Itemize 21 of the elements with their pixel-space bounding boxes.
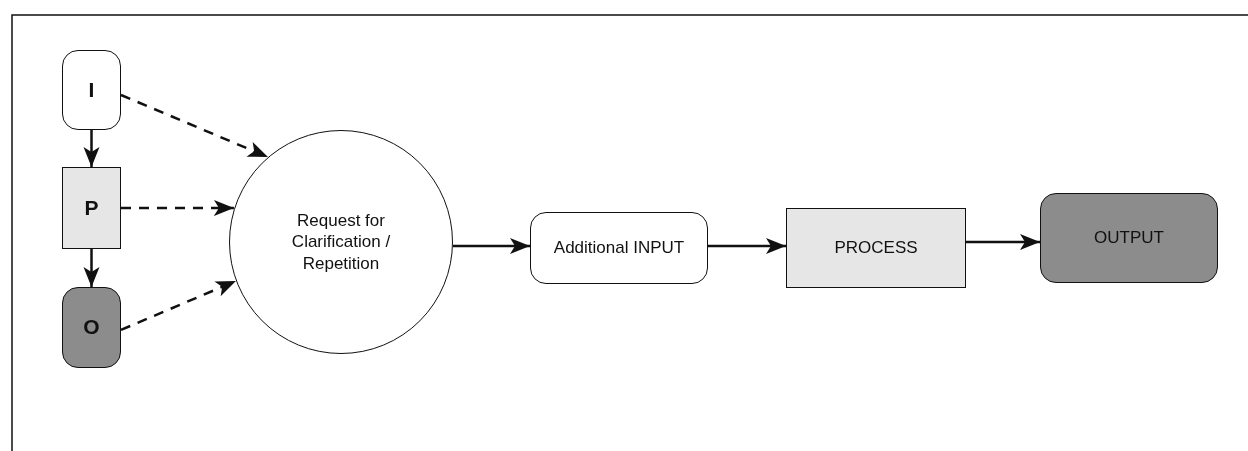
node-label: OUTPUT — [1094, 227, 1164, 249]
process-box — [62, 167, 121, 249]
rounded-box — [62, 287, 121, 368]
arrow — [83, 130, 100, 167]
rounded-box — [62, 50, 121, 130]
node-label: PROCESS — [834, 237, 918, 259]
arrow — [453, 238, 530, 254]
arrow — [83, 249, 100, 287]
arrow — [708, 238, 786, 254]
arrow — [966, 233, 1040, 250]
node-label: Additional INPUT — [553, 237, 685, 259]
dashed-arrow — [120, 279, 237, 332]
node-label: P — [84, 194, 99, 221]
node-label: O — [83, 314, 100, 341]
rounded-box — [530, 212, 708, 284]
dashed-arrow — [120, 93, 269, 159]
node-label: Request for Clarification / Repetition — [290, 210, 392, 274]
rounded-box — [1040, 193, 1218, 283]
process-box — [786, 208, 966, 288]
dashed-arrow — [121, 199, 234, 216]
node-label: I — [88, 76, 95, 103]
